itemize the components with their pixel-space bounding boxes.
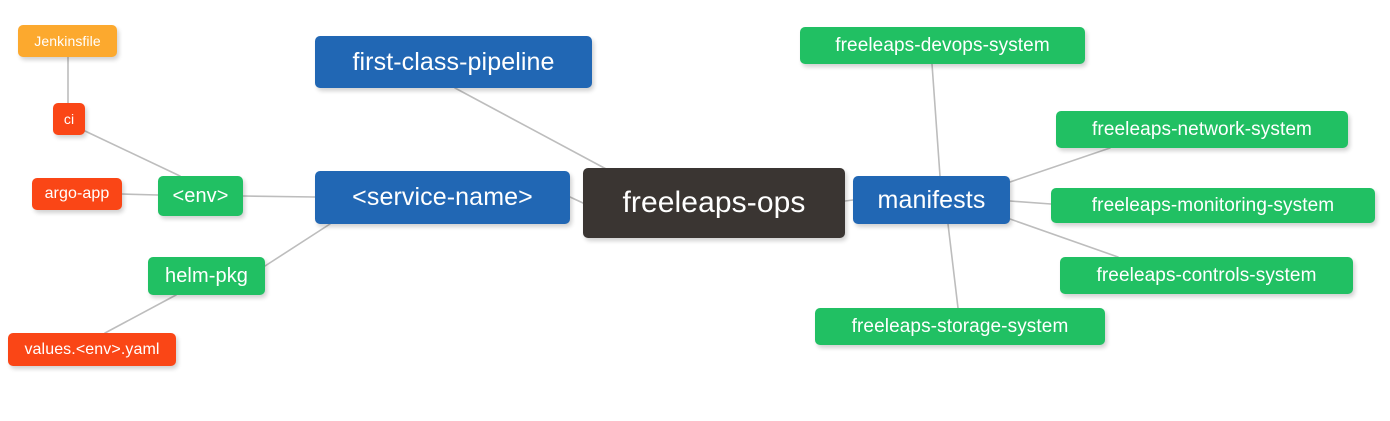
node-storage[interactable]: freeleaps-storage-system: [815, 308, 1105, 345]
edge-env-to-argoapp: [121, 193, 159, 196]
node-controls[interactable]: freeleaps-controls-system: [1060, 257, 1353, 294]
edge-manifests-to-network: [1009, 147, 1111, 183]
edge-service-to-helmpkg: [264, 223, 331, 267]
node-helmpkg[interactable]: helm-pkg: [148, 257, 265, 295]
node-root[interactable]: freeleaps-ops: [583, 168, 845, 238]
edge-env-to-ci: [84, 130, 181, 177]
node-devops[interactable]: freeleaps-devops-system: [800, 27, 1085, 64]
edge-root-to-service: [569, 196, 584, 204]
node-argoapp[interactable]: argo-app: [32, 178, 122, 210]
edge-manifests-to-monitoring: [1009, 200, 1052, 205]
node-jenkinsfile[interactable]: Jenkinsfile: [18, 25, 117, 57]
node-service[interactable]: <service-name>: [315, 171, 570, 224]
edge-manifests-to-controls: [1009, 218, 1119, 258]
edge-root-to-pipeline: [454, 87, 609, 171]
node-network[interactable]: freeleaps-network-system: [1056, 111, 1348, 148]
node-values[interactable]: values.<env>.yaml: [8, 333, 176, 366]
edge-manifests-to-storage: [947, 223, 959, 309]
node-pipeline[interactable]: first-class-pipeline: [315, 36, 592, 88]
edge-root-to-manifests: [844, 199, 854, 202]
edge-helmpkg-to-values: [104, 294, 177, 334]
node-env[interactable]: <env>: [158, 176, 243, 216]
node-monitoring[interactable]: freeleaps-monitoring-system: [1051, 188, 1375, 223]
node-ci[interactable]: ci: [53, 103, 85, 135]
node-manifests[interactable]: manifests: [853, 176, 1010, 224]
edge-manifests-to-devops: [931, 63, 941, 177]
edge-service-to-env: [242, 195, 316, 198]
